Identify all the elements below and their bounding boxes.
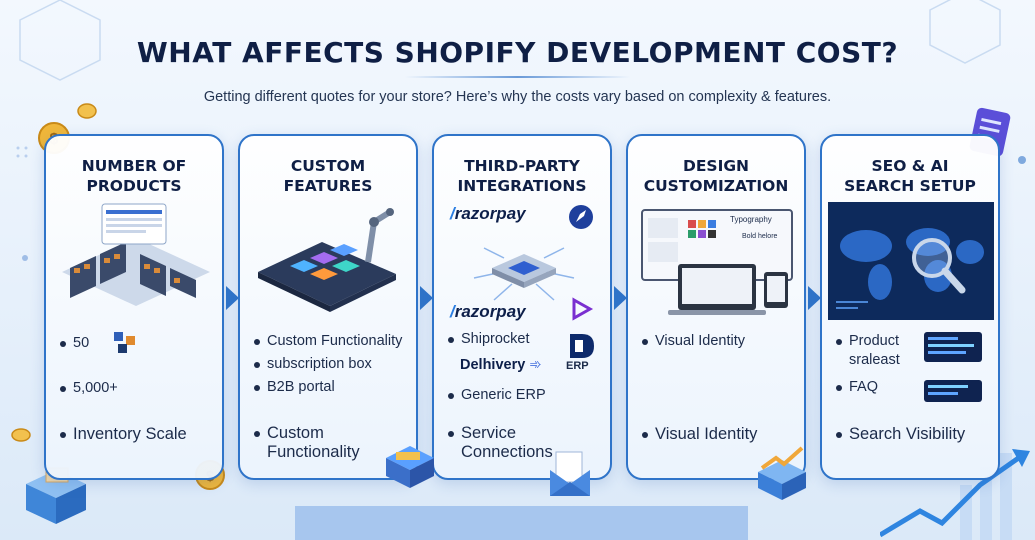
bullet-item: Service: [448, 424, 516, 443]
coin-icon: [77, 103, 97, 119]
code-snippet-icon: [924, 380, 982, 402]
razorpay-logo: /razorpay: [450, 204, 526, 223]
warehouse-illustration: [62, 203, 210, 306]
typography-label: Typography: [730, 215, 772, 224]
bottom-banner: [295, 506, 748, 540]
erp-logo-icon: [570, 334, 594, 358]
erp-label: ERP: [566, 360, 589, 372]
rocket-icon: [569, 205, 593, 229]
design-board-illustration: Typography Bold helore: [641, 209, 793, 315]
bullet-item: FAQ: [836, 378, 878, 397]
delhivery-logo: Delhivery ➾: [460, 357, 542, 373]
page-subtitle: Getting different quotes for your store?…: [203, 89, 832, 105]
bullet-item: Shiprocket: [448, 330, 530, 349]
bullet-item-continued: Connections: [461, 443, 553, 461]
card-title: SEO & AI SEARCH SETUP: [844, 157, 976, 195]
card-title: NUMBER OF PRODUCTS: [81, 157, 187, 195]
coin-icon: [11, 428, 31, 442]
bullet-item: subscription box: [254, 355, 372, 374]
bullet-item: 50: [60, 334, 89, 353]
bullet-item: Generic ERP: [448, 386, 546, 405]
bullet-item: Inventory Scale: [60, 425, 187, 444]
flow-arrow: [614, 286, 627, 310]
bullet-item-continued: sraleast: [849, 352, 900, 368]
circuit-board-illustration: [258, 208, 396, 312]
bullet-item: Visual Identity: [642, 425, 757, 444]
card-title: THIRD-PARTY INTEGRATIONS: [457, 157, 587, 195]
trending-box-icon: [758, 446, 806, 500]
bullet-item: Product: [836, 332, 899, 351]
page-title: WHAT AFFECTS SHOPIFY DEVELOPMENT COST?: [136, 36, 899, 69]
flow-arrow: [226, 286, 239, 310]
cube-icon: [114, 332, 135, 353]
flow-arrow: [420, 286, 433, 310]
bullet-item: 5,000+: [60, 379, 118, 398]
card-third-party-integrations: THIRD-PARTY INTEGRATIONS /razorpay /razo…: [432, 134, 612, 480]
card-number-of-products: NUMBER OF PRODUCTS 50 5,000+ Inventory S…: [44, 134, 224, 480]
bullet-item: Custom Functionality: [254, 332, 402, 351]
bullet-item: B2B portal: [254, 378, 335, 397]
card-design-customization: DESIGN CUSTOMIZATION Typography Bold hel…: [626, 134, 806, 480]
play-logo-icon: [572, 297, 594, 321]
card-seo-ai-search-setup: SEO & AI SEARCH SETUP Product sraleast F…: [820, 134, 1000, 480]
razorpay-logo: /razorpay: [450, 302, 526, 321]
title-underline: [405, 76, 630, 78]
chip-illustration: [473, 247, 575, 301]
code-snippet-icon: [924, 332, 982, 362]
build-label: Bold helore: [742, 233, 778, 240]
card-custom-features: CUSTOM FEATURES Custom Functionality sub…: [238, 134, 418, 480]
flow-arrow: [808, 286, 821, 310]
card-title: DESIGN CUSTOMIZATION: [643, 157, 789, 195]
bullet-item-continued: Functionality: [267, 443, 360, 461]
bullet-item: Visual Identity: [642, 332, 745, 351]
toolbox-icon: [386, 446, 434, 488]
bullet-item: Custom: [254, 424, 324, 443]
world-map-search-illustration: [828, 202, 994, 320]
envelope-icon: [550, 451, 590, 496]
bullet-item: Search Visibility: [836, 425, 965, 444]
card-title: CUSTOM FEATURES: [283, 157, 373, 195]
